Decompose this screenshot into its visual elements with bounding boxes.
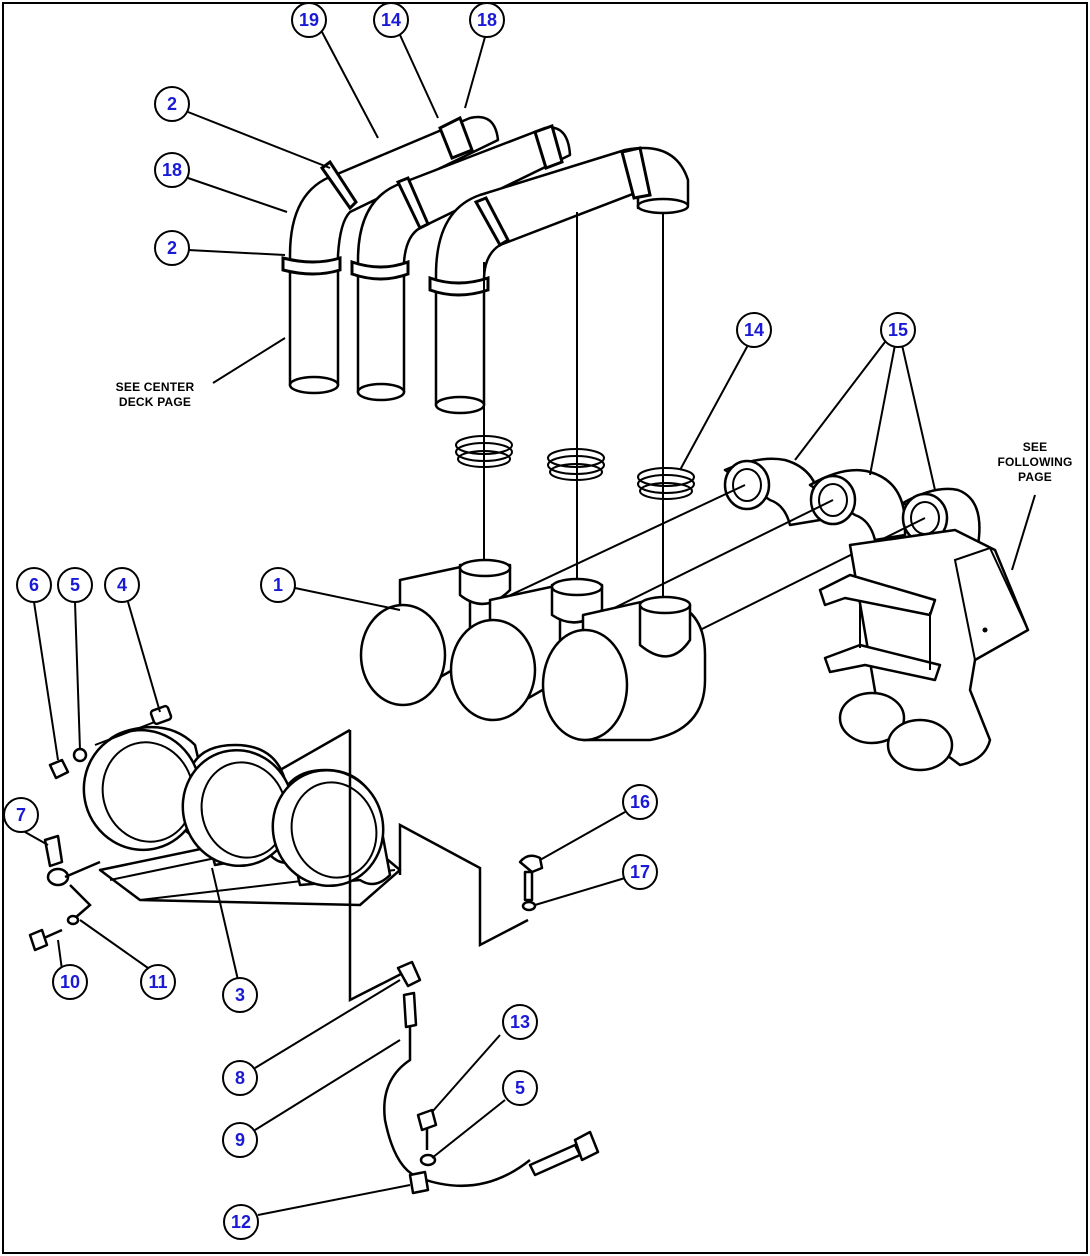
callout-10: 10	[52, 964, 88, 1000]
svg-text:1: 1	[273, 575, 283, 595]
harness-right	[398, 822, 529, 948]
svg-text:18: 18	[477, 10, 497, 30]
sensor-16	[518, 854, 544, 912]
svg-text:9: 9	[235, 1130, 245, 1150]
svg-text:18: 18	[162, 160, 182, 180]
note-line: SEE CENTER	[115, 380, 195, 394]
intake-tube-1	[281, 115, 500, 395]
callout-18-left: 18	[154, 152, 190, 188]
note-line: PAGE	[1018, 470, 1052, 484]
svg-text:19: 19	[299, 10, 319, 30]
callout-5-left: 5	[57, 567, 93, 603]
connector-8	[396, 960, 422, 988]
svg-text:6: 6	[29, 575, 39, 595]
svg-text:5: 5	[515, 1078, 525, 1098]
callout-1: 1	[260, 567, 296, 603]
callout-9: 9	[222, 1122, 258, 1158]
svg-text:11: 11	[148, 972, 167, 992]
callout-15: 15	[880, 312, 916, 348]
callout-19: 19	[291, 2, 327, 38]
bolt-10	[28, 928, 63, 952]
leader-lines	[24, 31, 1036, 1216]
svg-text:12: 12	[231, 1212, 251, 1232]
callout-2-upper: 2	[154, 86, 190, 122]
air-cleaner-3	[541, 595, 707, 742]
callout-8: 8	[222, 1060, 258, 1096]
elbow-1	[723, 457, 822, 527]
cable-9	[383, 991, 600, 1188]
washer-11	[66, 914, 80, 926]
callout-16: 16	[622, 784, 658, 820]
svg-text:16: 16	[630, 792, 650, 812]
intake-tube-2	[350, 124, 572, 402]
note-see-center-deck: SEE CENTER DECK PAGE	[100, 380, 210, 410]
svg-text:2: 2	[167, 94, 177, 114]
svg-text:8: 8	[235, 1068, 245, 1088]
note-line: SEE	[1022, 440, 1048, 454]
svg-text:17: 17	[630, 862, 650, 882]
intake-tube-3	[428, 146, 690, 415]
turbo-housing-assembly	[818, 528, 1030, 772]
band-clamp-3	[271, 768, 385, 888]
callout-7: 7	[3, 797, 39, 833]
hose-clamp-3	[637, 467, 695, 500]
note-see-following-page: SEE FOLLOWING PAGE	[985, 440, 1085, 485]
callout-14-top: 14	[373, 2, 409, 38]
svg-text:5: 5	[70, 575, 80, 595]
svg-text:7: 7	[16, 805, 26, 825]
callout-3: 3	[222, 977, 258, 1013]
callout-2-lower: 2	[154, 230, 190, 266]
svg-text:4: 4	[117, 575, 127, 595]
svg-text:14: 14	[381, 10, 401, 30]
note-line: FOLLOWING	[997, 455, 1073, 469]
svg-text:14: 14	[744, 320, 764, 340]
svg-text:13: 13	[510, 1012, 530, 1032]
callout-14-mid: 14	[736, 312, 772, 348]
callout-6: 6	[16, 567, 52, 603]
svg-text:10: 10	[60, 972, 80, 992]
clip-12	[408, 1170, 430, 1195]
callout-4: 4	[104, 567, 140, 603]
callout-5-lower: 5	[502, 1070, 538, 1106]
svg-text:15: 15	[888, 320, 908, 340]
callout-17: 17	[622, 854, 658, 890]
callout-13: 13	[502, 1004, 538, 1040]
hose-clamp-1	[455, 435, 513, 468]
hose-clamp-2	[547, 448, 605, 481]
harness-left	[348, 730, 406, 1003]
callout-18-top: 18	[469, 2, 505, 38]
fitting-7	[43, 834, 70, 887]
callout-11: 11	[140, 964, 176, 1000]
note-line: DECK PAGE	[118, 395, 192, 409]
callout-12: 12	[223, 1204, 259, 1240]
svg-text:3: 3	[235, 985, 245, 1005]
bolt-13	[416, 1108, 438, 1167]
svg-text:2: 2	[167, 238, 177, 258]
